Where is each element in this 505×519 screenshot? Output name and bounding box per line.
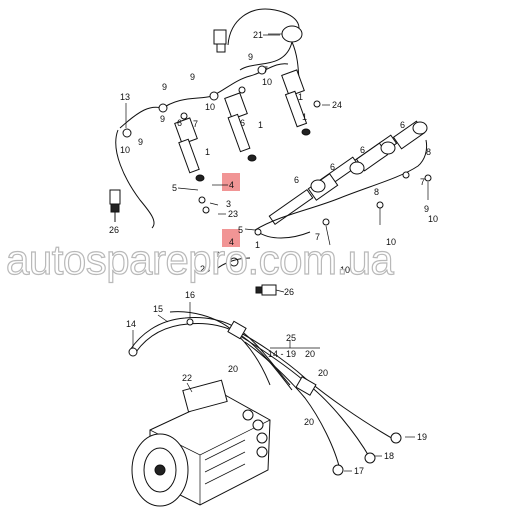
callout-23: 23 (228, 209, 238, 219)
callout-10: 10 (340, 265, 350, 275)
injection-pump (131, 379, 271, 507)
wiring-harness (213, 8, 303, 91)
callout-5: 5 (172, 183, 177, 193)
callout-1: 1 (302, 112, 307, 122)
injector-c (281, 69, 311, 136)
highlight-marker-upper (222, 173, 240, 191)
callout-9: 9 (248, 52, 253, 62)
callout-20: 20 (228, 364, 238, 374)
callout-18: 18 (384, 451, 394, 461)
callout-1: 1 (205, 147, 210, 157)
callout-3: 3 (215, 250, 220, 260)
highlight-marker-lower (222, 229, 240, 247)
callout-13: 13 (120, 92, 130, 102)
watermark: autosparepro.com.ua (6, 236, 395, 283)
callout-6: 6 (330, 162, 335, 172)
injector-a (174, 117, 205, 182)
callout-9: 9 (424, 204, 429, 214)
callout-10: 10 (428, 214, 438, 224)
callout-17: 17 (354, 466, 364, 476)
high-pressure-lines (128, 311, 402, 476)
callout-26: 26 (284, 287, 294, 297)
callout-9: 9 (162, 82, 167, 92)
callout-labels: 21 24 13 9 9 9 9 9 9 10 10 10 10 10 10 7… (109, 30, 438, 476)
callout-19: 19 (417, 432, 427, 442)
callout-5: 5 (238, 225, 243, 235)
callout-6: 6 (400, 120, 405, 130)
callout-4: 4 (229, 237, 234, 247)
callout-6: 6 (177, 118, 182, 128)
callout-9: 9 (138, 137, 143, 147)
callout-24: 24 (332, 100, 342, 110)
callout-7: 7 (315, 232, 320, 242)
callout-14: 14 (126, 319, 136, 329)
callout-10: 10 (120, 145, 130, 155)
callout-23: 23 (200, 264, 210, 274)
callout-6: 6 (294, 175, 299, 185)
callout-1: 1 (258, 120, 263, 130)
callout-14-19: 14 - 19 (268, 349, 296, 359)
callout-10: 10 (386, 237, 396, 247)
injector-group-top (109, 63, 321, 229)
callout-1: 1 (255, 240, 260, 250)
callout-20: 20 (318, 368, 328, 378)
callout-8: 8 (374, 187, 379, 197)
callout-6: 6 (240, 118, 245, 128)
callout-10: 10 (262, 77, 272, 87)
callout-20: 20 (304, 417, 314, 427)
callout-16: 16 (185, 290, 195, 300)
callout-15: 15 (153, 304, 163, 314)
callout-7: 7 (263, 65, 268, 75)
callout-8: 8 (426, 147, 431, 157)
callout-7: 7 (420, 177, 425, 187)
callout-3: 3 (226, 199, 231, 209)
callout-10: 10 (205, 102, 215, 112)
leader-lines (125, 34, 415, 472)
callout-9: 9 (160, 114, 165, 124)
callout-25: 25 (286, 333, 296, 343)
callout-7: 7 (193, 119, 198, 129)
callout-1: 1 (298, 92, 303, 102)
callout-4: 4 (229, 180, 234, 190)
callout-9: 9 (190, 72, 195, 82)
callout-22: 22 (182, 373, 192, 383)
injector-f (268, 173, 339, 225)
callout-21: 21 (253, 30, 263, 40)
injector-group-right (198, 120, 432, 296)
injector-b (224, 92, 257, 162)
callout-6: 6 (360, 145, 365, 155)
callout-20: 20 (305, 349, 315, 359)
callout-26: 26 (109, 225, 119, 235)
